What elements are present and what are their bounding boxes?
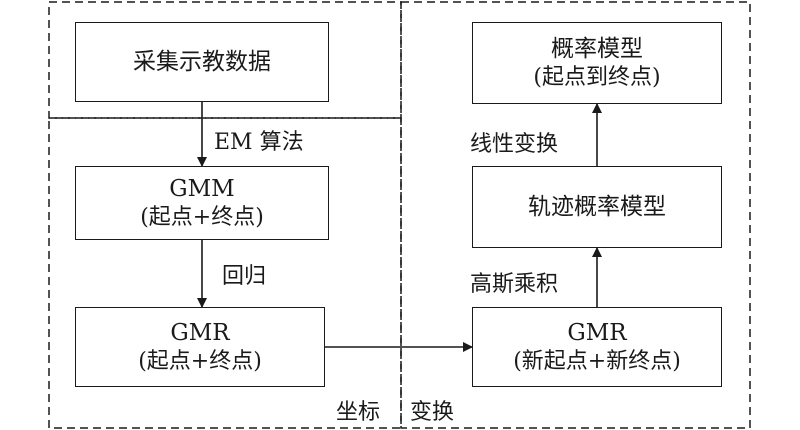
gmm-box: GMM (起点+终点) — [75, 166, 329, 240]
em-algorithm-label: EM 算法 — [214, 130, 304, 155]
collect-data-label: 采集示教数据 — [133, 48, 271, 75]
probability-model-box: 概率模型 (起点到终点) — [472, 22, 722, 104]
gmm-title: GMM — [169, 175, 235, 202]
dashed-region-right — [400, 1, 751, 429]
gmr-right-box: GMR (新起点+新终点) — [472, 307, 722, 387]
gmr-right-title: GMR — [567, 319, 627, 346]
trajectory-model-label: 轨迹概率模型 — [528, 193, 666, 220]
gmr-left-title: GMR — [170, 319, 230, 346]
coordinate-label: 坐标 — [336, 400, 381, 425]
collect-data-box: 采集示教数据 — [75, 22, 329, 102]
gmm-subtitle: (起点+终点) — [140, 204, 264, 230]
gmr-left-subtitle: (起点+终点) — [138, 348, 262, 374]
gmr-left-box: GMR (起点+终点) — [75, 307, 325, 387]
probability-model-title: 概率模型 — [551, 35, 643, 62]
gaussian-product-label: 高斯乘积 — [470, 272, 559, 297]
transform-label: 变换 — [410, 400, 455, 425]
gmr-right-subtitle: (新起点+新终点) — [513, 348, 681, 374]
trajectory-model-box: 轨迹概率模型 — [472, 166, 722, 248]
probability-model-subtitle: (起点到终点) — [533, 64, 661, 90]
linear-transform-label: 线性变换 — [470, 132, 559, 157]
regression-label: 回归 — [222, 264, 267, 289]
